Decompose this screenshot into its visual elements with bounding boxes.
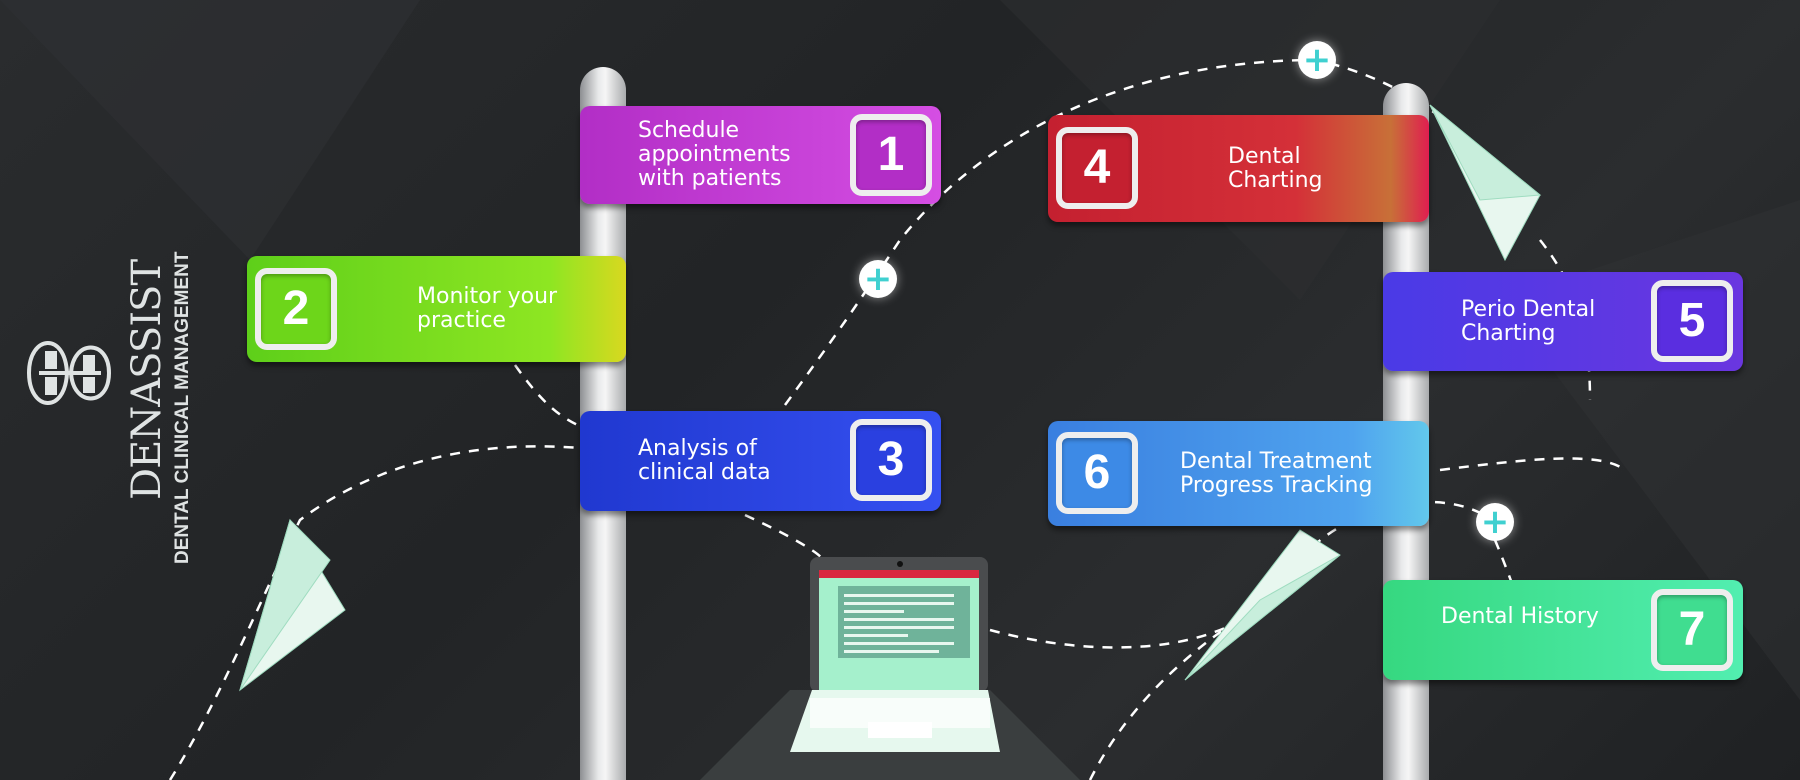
plus-icon: + xyxy=(1476,503,1514,541)
laptop-icon xyxy=(790,557,1000,752)
step-label: Monitor your practice xyxy=(417,284,558,333)
step-number-badge: 7 xyxy=(1651,589,1733,671)
step-number-badge: 6 xyxy=(1056,432,1138,514)
paper-plane-icon xyxy=(1429,104,1542,262)
step-label: Analysis of clinical data xyxy=(638,436,771,485)
step-sign-7: Dental History 7 xyxy=(1383,580,1743,680)
brand-name: DENASSIST xyxy=(124,259,170,500)
step-sign-6: 6 Dental Treatment Progress Tracking xyxy=(1048,421,1429,526)
step-label: Dental History xyxy=(1441,604,1599,629)
step-number-badge: 4 xyxy=(1056,127,1138,209)
step-number-badge: 2 xyxy=(255,268,337,350)
logo-icon xyxy=(26,341,112,405)
step-sign-2: 2 Monitor your practice xyxy=(247,256,626,362)
paper-plane-icon xyxy=(1184,529,1341,681)
step-label: Schedule appointments with patients xyxy=(638,118,791,191)
step-number-badge: 3 xyxy=(850,419,932,501)
step-sign-5: Perio Dental Charting 5 xyxy=(1383,272,1743,371)
step-label: Dental Treatment Progress Tracking xyxy=(1180,448,1373,498)
paper-plane-icon xyxy=(239,518,346,692)
step-number-badge: 1 xyxy=(850,114,932,196)
brand-tagline: DENTAL CLINICAL MANAGEMENT xyxy=(172,251,193,564)
step-sign-1: Schedule appointments with patients 1 xyxy=(580,106,941,204)
step-sign-3: Analysis of clinical data 3 xyxy=(580,411,941,511)
step-label: Perio Dental Charting xyxy=(1461,296,1596,346)
step-sign-4: 4 Dental Charting xyxy=(1048,115,1429,222)
step-label: Dental Charting xyxy=(1228,143,1323,193)
step-number-badge: 5 xyxy=(1651,280,1733,362)
plus-icon: + xyxy=(1298,41,1336,79)
plus-icon: + xyxy=(859,260,897,298)
